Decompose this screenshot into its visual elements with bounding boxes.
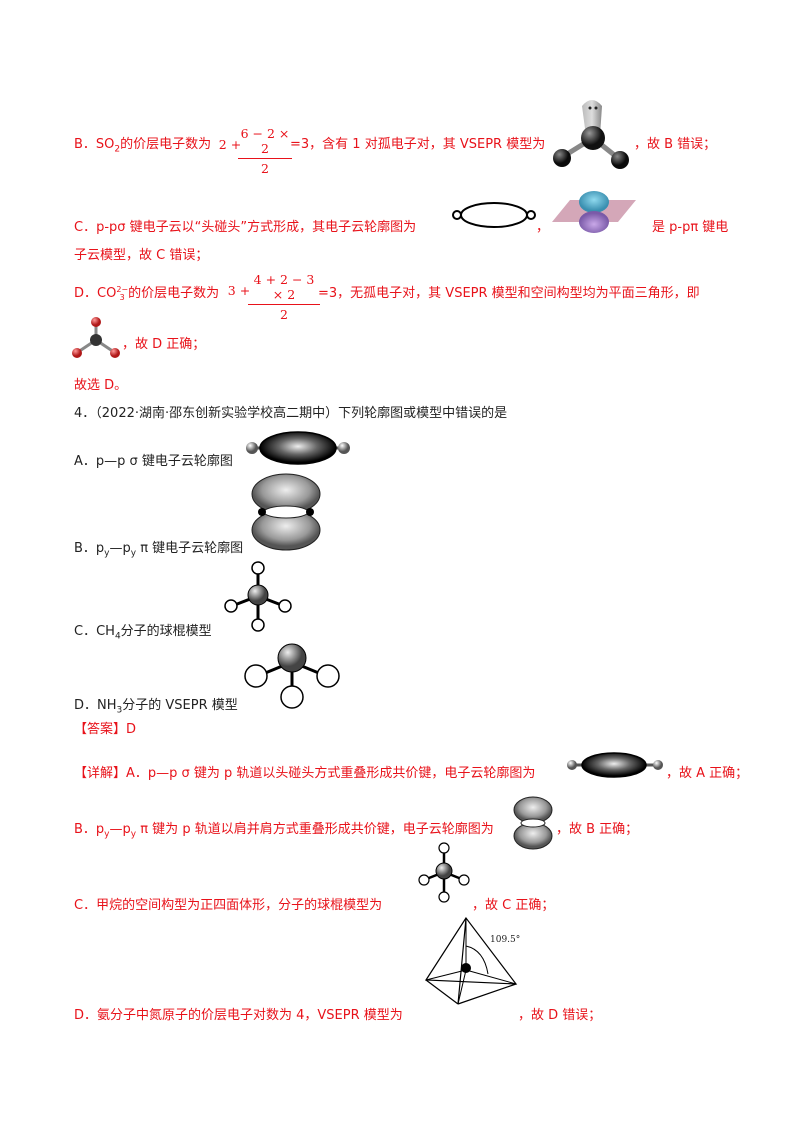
d-line-end: ，故 D 正确； (122, 337, 206, 352)
detail-c-end: ，故 C 正确； (472, 898, 555, 913)
co3-trigonal-model (72, 317, 120, 358)
detail-a-sigma-image (567, 752, 663, 778)
b-line-post: =3，含有 1 对孤电子对，其 VSEPR 模型为 (290, 137, 546, 152)
q4-option-d: D．NH3分子的 VSEPR 模型 (74, 698, 238, 716)
detail-c: C．甲烷的空间构型为正四面体形，分子的球棍模型为 (74, 898, 383, 913)
b-frac-left: 2 + (218, 137, 242, 152)
detail-a-end: ，故 A 正确； (666, 766, 749, 781)
c-line-text: C．p-pσ 键电子云以“头碰头”方式形成，其电子云轮廓图为 (74, 220, 417, 235)
sigma-outline-diagram (452, 202, 536, 228)
angle-label: 109.5° (490, 935, 520, 945)
b-line-text: B．SO2的价层电子数为 (74, 137, 212, 155)
detail-d-end: ，故 D 错误； (518, 1008, 602, 1023)
tetrahedral-vsepr-image: 109.5° (424, 916, 520, 1005)
d-line-post: =3，无孤电子对，其 VSEPR 模型和空间构型均为平面三角形，即 (318, 286, 700, 301)
detail-a: 【详解】A．p—p σ 键为 p 轨道以头碰头方式重叠形成共价键，电子云轮廓图为 (74, 766, 536, 781)
detail-c-ch4-model (418, 842, 470, 903)
answer-label: 【答案】D (74, 722, 137, 737)
d-frac-left: 3 + (227, 283, 251, 298)
option-c-ch4-model (224, 561, 292, 632)
detail-b-end: ，故 B 正确； (556, 822, 639, 837)
option-d-nh3-model (244, 643, 340, 709)
c-line-text3: 子云模型，故 C 错误； (74, 248, 209, 263)
q4-option-c: C．CH4分子的球棍模型 (74, 624, 212, 642)
q4-option-b: B．py—py π 键电子云轮廓图 (74, 541, 244, 559)
select-line: 故选 D。 (74, 378, 128, 393)
option-a-sigma-image (246, 431, 350, 465)
so2-vsepr-model (553, 100, 629, 169)
q4-option-a: A．p—p σ 键电子云轮廓图 (74, 454, 233, 469)
detail-b-pi-image (513, 796, 553, 850)
option-b-pi-image (251, 473, 321, 551)
detail-b: B．py—py π 键为 p 轨道以肩并肩方式重叠形成共价键，电子云轮廓图为 (74, 822, 494, 840)
detail-d: D．氨分子中氮原子的价层电子对数为 4，VSEPR 模型为 (74, 1008, 403, 1023)
b-line-end: ，故 B 错误； (634, 137, 717, 152)
c-line-text2: 是 p-pπ 键电 (652, 220, 729, 235)
pi-bond-cloud-model (552, 191, 636, 233)
c-line-comma: ， (536, 220, 550, 235)
q4-stem: 4．（2022·湖南·邵东创新实验学校高二期中）下列轮廓图或模型中错误的是 (74, 406, 508, 421)
